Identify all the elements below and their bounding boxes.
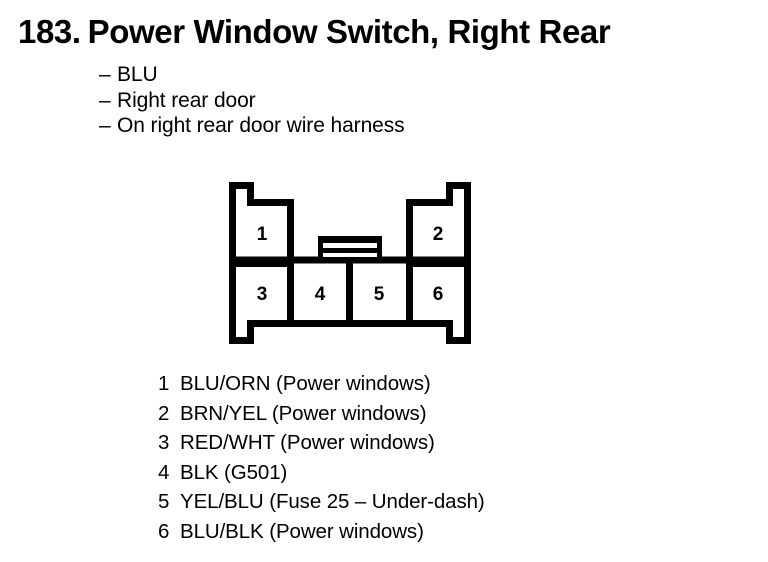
connector-pin-number-4: 4 [315, 284, 326, 305]
connector-pin-number-6: 6 [433, 284, 444, 305]
legend-item: 4 BLK (G501) [158, 458, 485, 488]
legend-pin-number: 2 [158, 401, 170, 425]
legend-pin-number: 5 [158, 490, 170, 514]
legend-item: 1 BLU/ORN (Power windows) [158, 369, 485, 399]
attribute-item-label: Right rear door [117, 88, 256, 112]
attribute-item-color: – BLU [99, 62, 659, 88]
legend-pin-number: 4 [158, 460, 170, 484]
connector-pin-number-5: 5 [374, 284, 385, 305]
bullet-dash-icon: – [99, 63, 111, 86]
connector-pin-number-2: 2 [433, 224, 444, 245]
page-title: 183.Power Window Switch, Right Rear [18, 13, 611, 51]
legend-pin-description: YEL/BLU (Fuse 25 – Under-dash) [180, 490, 485, 514]
legend-pin-number: 3 [158, 431, 170, 455]
legend-pin-number: 6 [158, 519, 170, 543]
attribute-list: – BLU – Right rear door – On right rear … [99, 62, 659, 139]
page-title-number: 183. [18, 13, 81, 50]
connector-pin-number-3: 3 [257, 284, 268, 305]
attribute-item-label: On right rear door wire harness [117, 114, 405, 137]
attribute-item-harness: – On right rear door wire harness [99, 113, 659, 139]
legend-item: 6 BLU/BLK (Power windows) [158, 517, 485, 547]
bullet-dash-icon: – [99, 88, 111, 112]
attribute-item-label: BLU [117, 63, 158, 86]
connector-pin-number-1: 1 [257, 224, 268, 245]
legend-item: 2 BRN/YEL (Power windows) [158, 399, 485, 429]
legend-pin-description: BLK (G501) [180, 460, 288, 484]
legend-pin-description: RED/WHT (Power windows) [180, 431, 435, 455]
pin-legend-list: 1 BLU/ORN (Power windows) 2 BRN/YEL (Pow… [158, 369, 485, 547]
legend-pin-description: BRN/YEL (Power windows) [180, 401, 427, 425]
legend-pin-description: BLU/ORN (Power windows) [180, 372, 431, 395]
legend-item: 3 RED/WHT (Power windows) [158, 428, 485, 458]
legend-item: 5 YEL/BLU (Fuse 25 – Under-dash) [158, 487, 485, 517]
connector-latch-tab [318, 236, 382, 260]
legend-pin-number: 1 [158, 372, 170, 395]
legend-pin-description: BLU/BLK (Power windows) [180, 519, 424, 543]
connector-diagram: 1 2 3 4 5 6 [229, 182, 471, 344]
bullet-dash-icon: – [99, 114, 111, 137]
page-title-label: Power Window Switch, Right Rear [87, 13, 611, 50]
attribute-item-location: – Right rear door [99, 88, 659, 114]
